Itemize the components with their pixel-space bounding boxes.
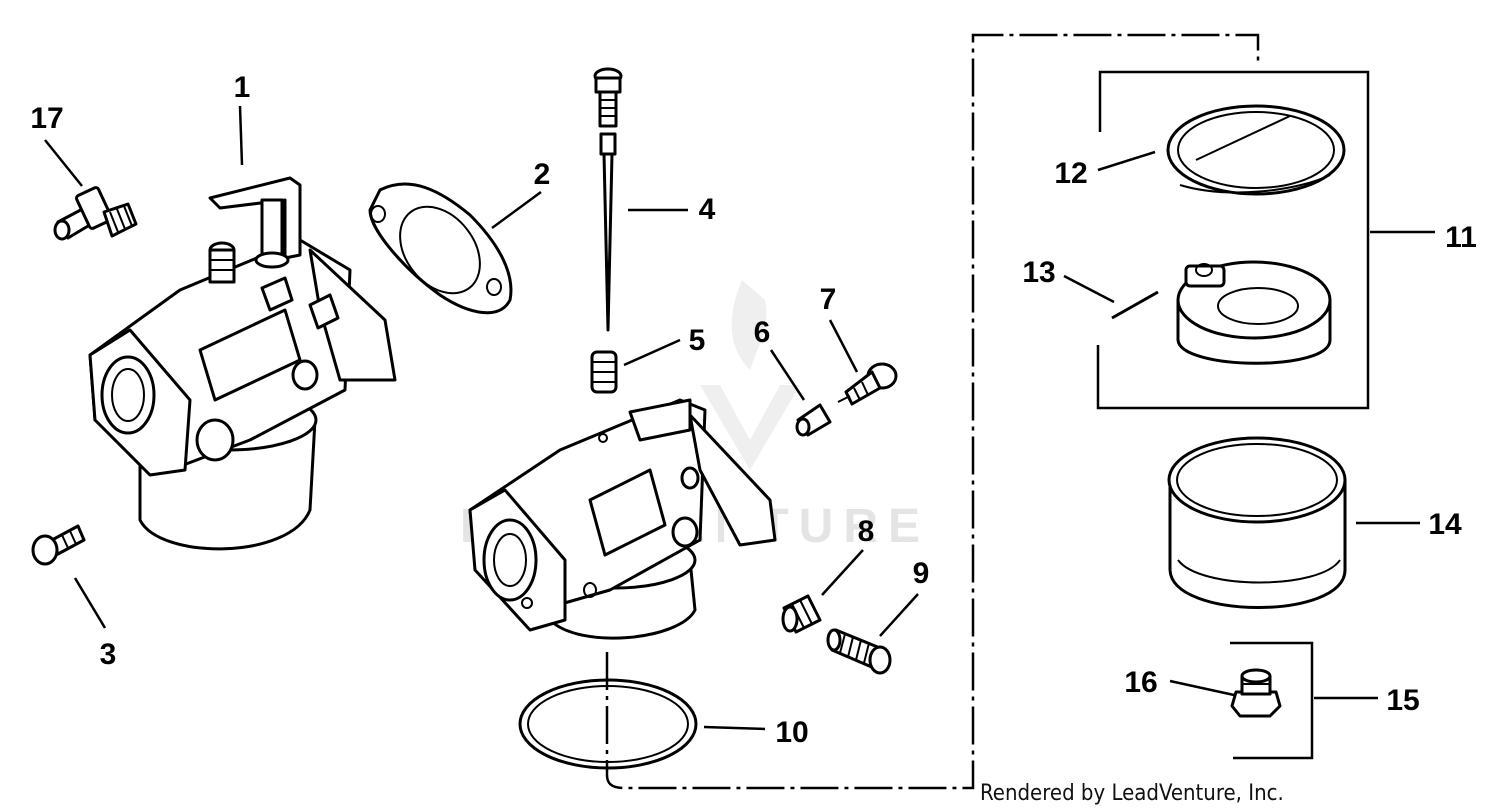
part-2-gasket	[368, 182, 513, 315]
callout-10: 10	[775, 716, 808, 749]
part-1-carburetor-assembly	[88, 176, 397, 551]
callout-13: 13	[1022, 256, 1055, 289]
kit-11-bracket	[1096, 70, 1370, 410]
assembly-dash-line	[605, 33, 1260, 790]
callout-12: 12	[1054, 157, 1087, 190]
credit-text: Rendered by LeadVenture, Inc.	[980, 781, 1284, 806]
callout-5: 5	[689, 324, 706, 357]
part-4-idle-needle	[593, 67, 623, 332]
callout-9: 9	[913, 557, 930, 590]
callout-1: 1	[234, 71, 251, 104]
callout-labels: 1 2 3 4 5 6 7 8 9 10 11 12 13 14 15 16 1…	[30, 71, 1477, 749]
part-14-float-bowl	[1167, 436, 1347, 609]
credit-background	[976, 770, 1296, 812]
part-3-screw	[31, 524, 86, 566]
callout-8: 8	[858, 515, 875, 548]
part-9-screw	[826, 628, 892, 675]
callout-17: 17	[30, 102, 63, 135]
part-17-fitting	[53, 186, 138, 241]
carburetor-body	[468, 398, 777, 640]
part-5-spring	[590, 350, 618, 394]
callout-7: 7	[820, 283, 837, 316]
callout-3: 3	[100, 638, 117, 671]
callout-11: 11	[1445, 221, 1477, 254]
part-6-spring	[795, 403, 832, 437]
part-12-gasket	[1166, 104, 1346, 196]
leader-lines	[44, 105, 1435, 731]
callout-4: 4	[699, 193, 716, 226]
part-7-screw	[837, 362, 898, 406]
part-13-pin	[1111, 290, 1159, 320]
callout-16: 16	[1124, 666, 1157, 699]
float	[1176, 260, 1332, 365]
callout-6: 6	[754, 316, 771, 349]
callout-14: 14	[1428, 508, 1462, 541]
part-8-spring	[781, 594, 822, 634]
callout-2: 2	[534, 158, 551, 191]
part-16-main-jet	[1230, 668, 1282, 718]
kit-15-bracket	[1230, 641, 1314, 760]
callout-15: 15	[1386, 684, 1419, 717]
